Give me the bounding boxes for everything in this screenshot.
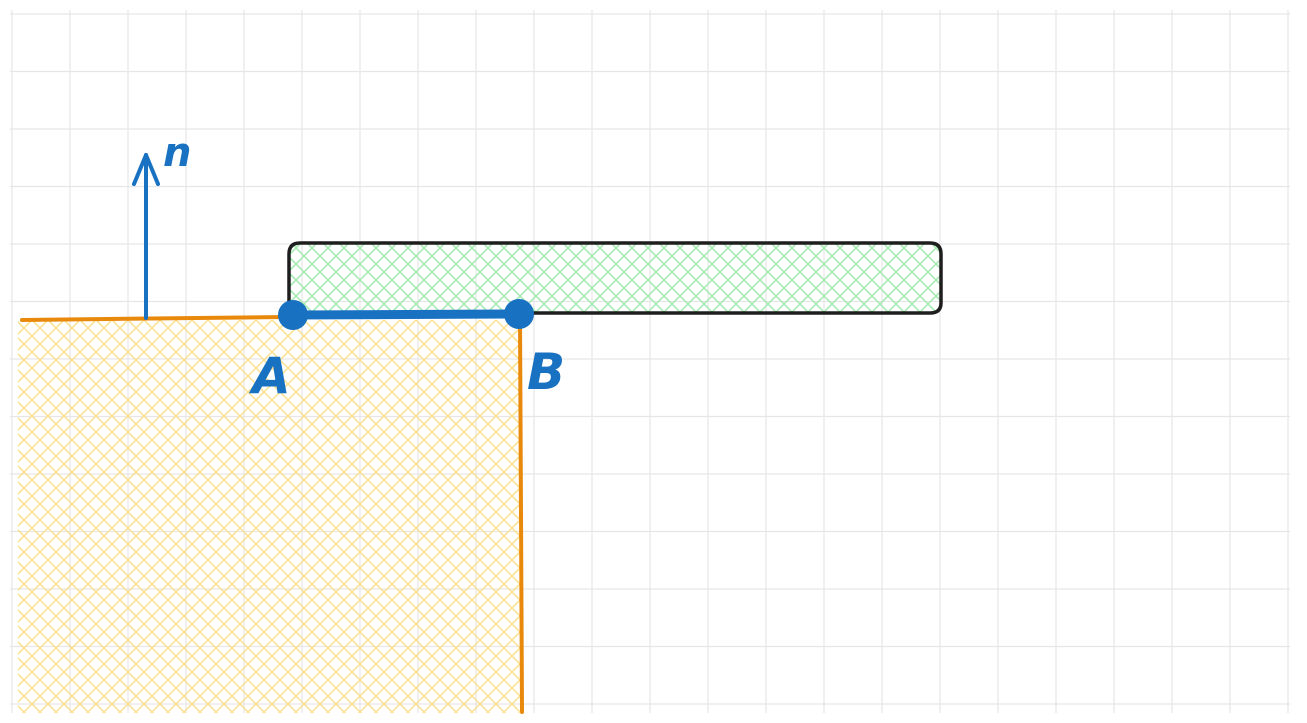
solid-right-edge: [518, 316, 524, 714]
solid-region: [18, 320, 520, 713]
normal-arrow-head: [132, 153, 160, 186]
point-b-marker: [504, 299, 534, 329]
normal-label: n: [163, 130, 191, 176]
solid-top-edge: [20, 315, 288, 322]
background-grid: [10, 10, 1290, 713]
point-a-label: A: [248, 347, 291, 405]
point-b-label: B: [527, 343, 565, 401]
contact-body: [287, 241, 943, 315]
contact-segment: [288, 309, 524, 320]
point-a-marker: [278, 300, 308, 330]
